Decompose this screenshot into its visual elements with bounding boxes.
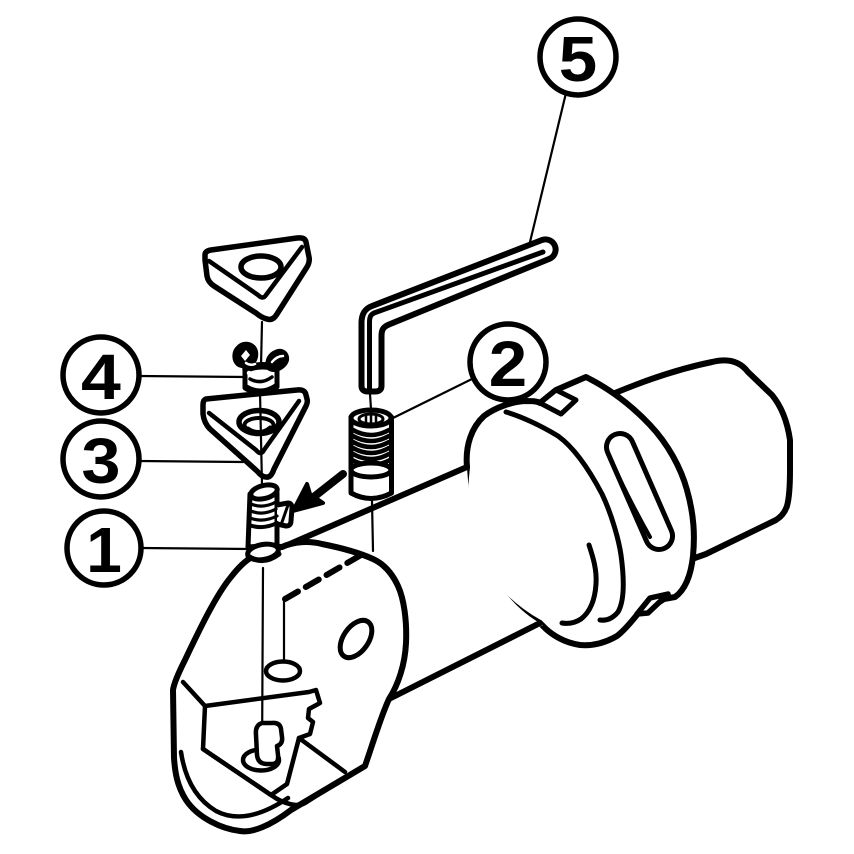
svg-text:2: 2 [489, 329, 527, 400]
svg-text:4: 4 [81, 342, 121, 414]
svg-text:3: 3 [81, 426, 120, 497]
svg-text:5: 5 [559, 24, 597, 95]
svg-text:1: 1 [86, 514, 122, 586]
